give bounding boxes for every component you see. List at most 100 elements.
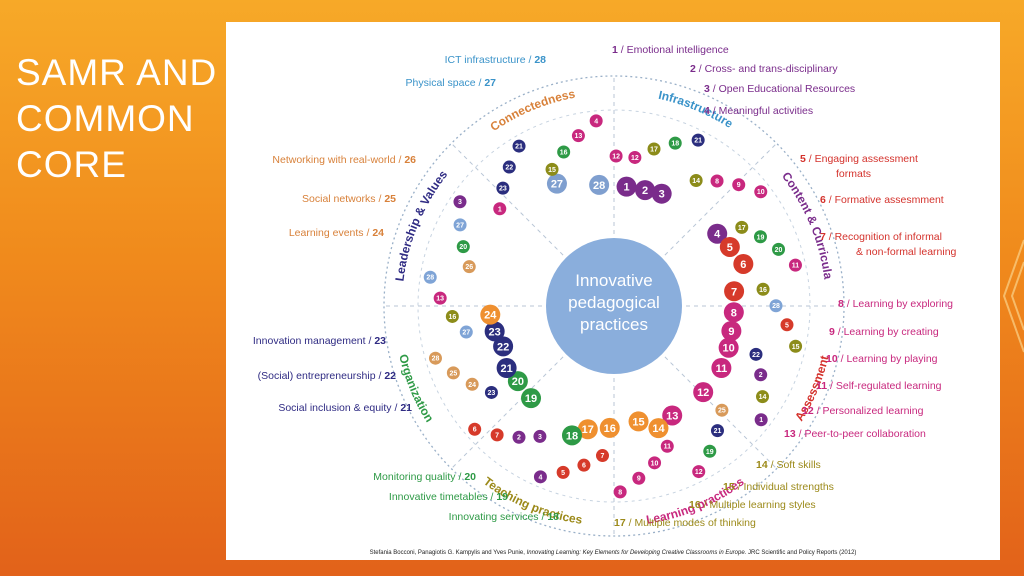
sector-title: Leadership & Values	[392, 167, 450, 282]
svg-text:18: 18	[566, 430, 578, 442]
svg-text:16: 16	[759, 287, 767, 294]
citation-source: JRC Scientific and Policy Reports (2012)	[748, 550, 857, 556]
marker-inner: 23	[484, 321, 505, 342]
svg-text:5: 5	[727, 242, 733, 254]
svg-text:19: 19	[757, 234, 765, 241]
svg-text:13: 13	[436, 296, 444, 303]
svg-text:12: 12	[631, 155, 639, 162]
practice-label: 1 / Emotional intelligence	[612, 44, 729, 56]
practice-label: 15 / Individual strengths	[723, 481, 834, 493]
practice-label: 17 / Multiple modes of thinking	[614, 517, 756, 529]
citation: Stefania Bocconi, Panagiotis G. Kampylis…	[226, 550, 1000, 556]
svg-text:12: 12	[697, 387, 709, 399]
practice-label: 4 / Meaningful activities	[704, 105, 813, 117]
marker-outer: 28	[769, 299, 783, 313]
center-label: practices	[580, 315, 648, 334]
svg-text:14: 14	[759, 394, 767, 401]
center-label: Innovative	[575, 271, 653, 290]
marker-outer: 23	[496, 181, 510, 195]
marker-inner: 2	[635, 180, 656, 201]
practice-label-cont: formats	[836, 168, 871, 180]
marker-outer: 2	[512, 430, 526, 444]
marker-inner: 21	[496, 358, 517, 378]
svg-text:23: 23	[489, 326, 501, 338]
marker-outer: 15	[545, 162, 559, 176]
practice-label: Social networks / 25	[302, 193, 396, 205]
practice-label: Innovating services / 18	[449, 511, 559, 523]
svg-text:6: 6	[473, 427, 477, 434]
svg-text:5: 5	[785, 322, 789, 329]
marker-outer: 12	[692, 465, 706, 479]
sector-divider	[452, 356, 564, 468]
marker-outer: 22	[502, 160, 516, 174]
svg-text:9: 9	[637, 476, 641, 483]
svg-text:14: 14	[692, 178, 700, 185]
marker-outer: 13	[433, 291, 447, 305]
practice-label: ICT infrastructure / 28	[445, 54, 547, 66]
marker-outer: 7	[490, 428, 504, 442]
marker-outer: 4	[533, 470, 547, 484]
marker-outer: 10	[754, 185, 768, 199]
marker-outer: 16	[756, 282, 770, 296]
marker-outer: 23	[484, 385, 498, 399]
svg-text:21: 21	[714, 428, 722, 435]
svg-text:25: 25	[449, 370, 457, 377]
svg-text:9: 9	[737, 182, 741, 189]
marker-outer: 8	[710, 174, 724, 188]
svg-text:24: 24	[484, 310, 497, 322]
practice-label: 5 / Engaging assessment	[800, 153, 918, 165]
marker-outer: 4	[589, 114, 603, 128]
svg-text:28: 28	[432, 356, 440, 363]
marker-inner: 3	[651, 183, 672, 204]
marker-outer: 5	[556, 465, 570, 479]
practice-label: 3 / Open Educational Resources	[704, 83, 855, 95]
svg-text:16: 16	[448, 314, 456, 321]
svg-text:19: 19	[525, 393, 537, 405]
practice-label: Social inclusion & equity / 21	[278, 402, 412, 414]
marker-inner: 5	[719, 236, 740, 257]
svg-text:27: 27	[456, 222, 464, 229]
svg-text:1: 1	[623, 182, 629, 194]
marker-outer: 11	[660, 439, 674, 453]
practice-label: Innovative timetables / 19	[389, 491, 508, 503]
svg-text:22: 22	[505, 165, 513, 172]
svg-text:24: 24	[468, 382, 476, 389]
marker-outer: 8	[613, 485, 627, 499]
practice-label: 9 / Learning by creating	[829, 326, 939, 338]
svg-text:19: 19	[706, 449, 714, 456]
marker-outer: 5	[780, 318, 794, 332]
svg-text:8: 8	[731, 307, 737, 319]
marker-inner: 22	[493, 336, 514, 357]
marker-outer: 22	[749, 347, 763, 361]
svg-text:1: 1	[498, 206, 502, 213]
marker-inner: 27	[546, 173, 567, 194]
svg-text:8: 8	[715, 178, 719, 185]
svg-text:20: 20	[775, 247, 783, 254]
marker-inner: 16	[599, 417, 620, 438]
marker-outer: 10	[648, 456, 662, 470]
marker-outer: 27	[459, 325, 473, 339]
outer-ring	[383, 75, 845, 537]
marker-inner: 14	[648, 418, 669, 439]
practice-label: 13 / Peer-to-peer collaboration	[784, 428, 926, 440]
svg-text:3: 3	[538, 434, 542, 441]
svg-text:18: 18	[671, 141, 679, 148]
svg-text:10: 10	[723, 343, 735, 355]
marker-outer: 9	[632, 471, 646, 485]
svg-text:17: 17	[582, 424, 594, 436]
svg-text:11: 11	[716, 363, 728, 375]
svg-text:22: 22	[752, 352, 760, 359]
svg-text:1: 1	[759, 417, 763, 424]
svg-text:8: 8	[618, 489, 622, 496]
center-hub	[546, 238, 682, 374]
svg-text:12: 12	[695, 469, 703, 476]
marker-inner: 24	[480, 304, 501, 325]
svg-text:21: 21	[500, 363, 512, 375]
sector-title: Content & Curricula	[779, 169, 835, 280]
marker-outer: 1	[754, 413, 768, 427]
practice-label: 12 / Personalized learning	[802, 405, 924, 417]
marker-outer: 1	[493, 202, 507, 216]
practice-label: Physical space / 27	[406, 77, 497, 89]
marker-inner: 4	[707, 223, 728, 244]
svg-text:5: 5	[561, 470, 565, 477]
